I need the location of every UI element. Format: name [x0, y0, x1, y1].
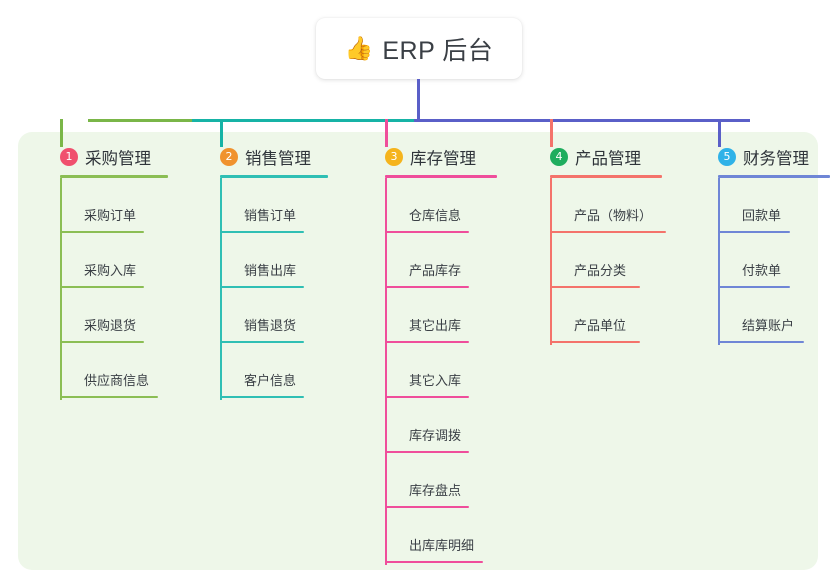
branch-header-3[interactable]: 3 库存管理 [363, 145, 497, 178]
branch-column-1: 1 采购管理采购订单采购入库采购退货供应商信息 [38, 145, 168, 400]
leaf-item-rule [60, 231, 144, 233]
leaf-item-rule [220, 396, 304, 398]
branch-stub-2 [220, 119, 223, 147]
leaf-item-rule [60, 286, 144, 288]
branch-header-rule [718, 175, 830, 178]
leaf-item-rule [718, 286, 790, 288]
branch-header-4[interactable]: 4 产品管理 [528, 145, 662, 178]
leaf-item-rule [220, 341, 304, 343]
leaf-item-rule [385, 341, 469, 343]
leaf-item-rule [60, 341, 144, 343]
branch-header-5[interactable]: 5 财务管理 [696, 145, 830, 178]
root-node-title: ERP 后台 [382, 36, 494, 65]
branch-number-badge: 5 [718, 148, 736, 166]
branch-title: 采购管理 [85, 150, 151, 168]
leaf-item-rule [385, 506, 469, 508]
leaf-item-rule [385, 451, 469, 453]
branch-title: 库存管理 [410, 150, 476, 168]
branch-column-5: 5 财务管理回款单付款单结算账户 [696, 145, 830, 345]
leaf-item-label: 销售退货 [244, 318, 297, 333]
leaf-item-label: 其它入库 [409, 373, 462, 388]
branch-spine [60, 178, 62, 400]
branch-number-badge: 3 [385, 148, 403, 166]
leaf-item-rule [385, 561, 483, 563]
branch-title: 销售管理 [245, 150, 311, 168]
root-node-card[interactable]: 👍 ERP 后台 [316, 18, 522, 79]
bus-green [88, 119, 196, 122]
branch-spine [718, 178, 720, 345]
leaf-item-rule [550, 286, 640, 288]
leaf-item-label: 出库库明细 [409, 538, 475, 553]
branch-stub-4 [550, 119, 553, 147]
leaf-item-label: 库存调拨 [409, 428, 462, 443]
leaf-item-rule [385, 231, 469, 233]
branch-number-badge: 4 [550, 148, 568, 166]
branch-spine [550, 178, 552, 345]
branch-stub-3 [385, 119, 388, 147]
branch-stub-5 [718, 119, 721, 147]
leaf-item-label: 产品分类 [574, 263, 627, 278]
branch-column-4: 4 产品管理产品（物料） 产品分类产品单位 [528, 145, 666, 345]
leaf-item-label: 产品库存 [409, 263, 462, 278]
branch-column-2: 2 销售管理销售订单销售出库销售退货客户信息 [198, 145, 328, 400]
leaf-item-rule [60, 396, 158, 398]
branch-header-rule [60, 175, 168, 178]
leaf-item-label: 采购订单 [84, 208, 137, 223]
leaf-item-label: 回款单 [742, 208, 782, 223]
leaf-item-label: 销售订单 [244, 208, 297, 223]
leaf-item-label: 仓库信息 [409, 208, 462, 223]
leaf-item-label: 产品（物料） [574, 208, 653, 223]
leaf-item-label: 产品单位 [574, 318, 627, 333]
leaf-item-rule [550, 231, 666, 233]
leaf-item-rule [385, 396, 469, 398]
branch-column-3: 3 库存管理仓库信息产品库存其它出库其它入库库存调拨库存盘点出库库明细 [363, 145, 497, 565]
branch-number-badge: 1 [60, 148, 78, 166]
leaf-item-rule [718, 341, 804, 343]
branch-spine [385, 178, 387, 565]
leaf-item-label: 其它出库 [409, 318, 462, 333]
leaf-item-label: 客户信息 [244, 373, 297, 388]
leaf-item-label: 供应商信息 [84, 373, 150, 388]
diagram-panel [18, 132, 818, 570]
branch-title: 财务管理 [743, 150, 809, 168]
leaf-item-rule [220, 231, 304, 233]
leaf-item-rule [385, 286, 469, 288]
branch-title: 产品管理 [575, 150, 641, 168]
leaf-item-rule [718, 231, 790, 233]
bus-teal [192, 119, 418, 122]
leaf-item-rule [550, 341, 640, 343]
branch-header-rule [385, 175, 497, 178]
bus-purple [414, 119, 750, 122]
leaf-item-rule [220, 286, 304, 288]
leaf-item-label: 采购退货 [84, 318, 137, 333]
thumbs-up-icon: 👍 [344, 35, 374, 61]
branch-number-badge: 2 [220, 148, 238, 166]
branch-header-2[interactable]: 2 销售管理 [198, 145, 328, 178]
branch-header-1[interactable]: 1 采购管理 [38, 145, 168, 178]
branch-stub-1 [60, 119, 63, 147]
branch-header-rule [220, 175, 328, 178]
branch-header-rule [550, 175, 662, 178]
leaf-item-label: 库存盘点 [409, 483, 462, 498]
leaf-item-label: 采购入库 [84, 263, 137, 278]
leaf-item-label: 结算账户 [742, 318, 795, 333]
root-stem-connector [417, 79, 420, 122]
leaf-item-label: 销售出库 [244, 263, 297, 278]
leaf-item-label: 付款单 [742, 263, 782, 278]
branch-spine [220, 178, 222, 400]
